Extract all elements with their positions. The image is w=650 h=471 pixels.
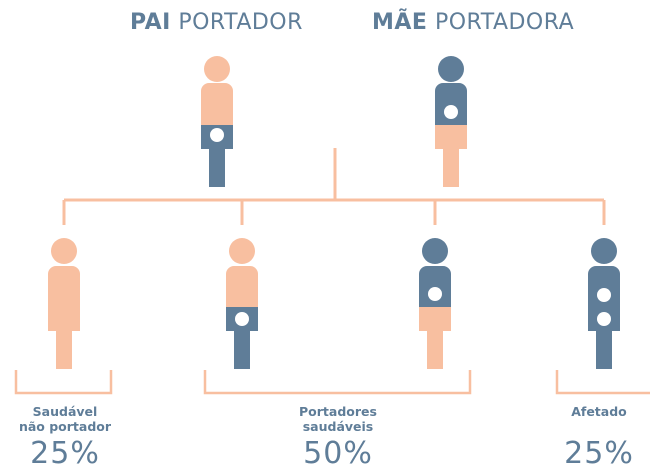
mother-head [438, 56, 464, 82]
child3-torso [419, 266, 451, 307]
outcome-healthy-percent: 25% [30, 436, 100, 471]
mother-label: MÃE PORTADORA [372, 10, 574, 35]
father-legs [209, 149, 225, 187]
outcome-affected-percent: 25% [564, 436, 634, 471]
mother-figure [435, 56, 467, 187]
father-head [204, 56, 230, 82]
child4-allele-dot-bottom [597, 312, 611, 326]
child2-head [229, 238, 255, 264]
child4-legs [596, 331, 612, 369]
mother-allele-dot [444, 105, 458, 119]
bracket-carriers [203, 370, 472, 395]
child3-lower [419, 307, 451, 331]
outcome-affected-line1: Afetado [571, 404, 627, 419]
child4-head [591, 238, 617, 264]
father-label-rest: PORTADOR [170, 10, 303, 35]
child1-legs [56, 331, 72, 369]
child1-head [51, 238, 77, 264]
bracket-healthy [14, 370, 113, 395]
mother-legs [443, 149, 459, 187]
child1-torso [48, 266, 80, 307]
child-carrier-2-figure [419, 238, 451, 369]
outcome-carriers-label: Portadores saudáveis [258, 404, 418, 434]
father-label-bold: PAI [130, 10, 171, 35]
father-label: PAI PORTADOR [130, 10, 303, 35]
mother-lower [435, 125, 467, 149]
child3-head [422, 238, 448, 264]
mother-torso [435, 83, 467, 125]
child-affected-figure [588, 238, 620, 369]
outcome-healthy-line1: Saudável [32, 404, 98, 419]
outcome-brackets [14, 370, 650, 395]
bracket-affected [555, 370, 650, 395]
father-figure [201, 56, 233, 187]
mother-label-bold: MÃE [372, 10, 428, 35]
child3-legs [427, 331, 443, 369]
outcome-healthy-label: Saudável não portador [2, 404, 128, 434]
outcome-healthy-line2: não portador [18, 419, 112, 434]
child1-lower [48, 307, 80, 331]
child3-allele-dot [428, 287, 442, 301]
child-healthy-figure [48, 238, 80, 369]
father-torso [201, 83, 233, 125]
child2-legs [234, 331, 250, 369]
child4-torso [588, 266, 620, 307]
outcome-carriers-percent: 50% [303, 436, 373, 471]
father-allele-dot [210, 128, 224, 142]
outcome-carriers-line2: saudáveis [302, 419, 374, 434]
family-connectors [62, 148, 606, 225]
outcome-affected-label: Afetado [552, 404, 646, 419]
outcome-carriers-line1: Portadores [299, 404, 377, 419]
child-carrier-1-figure [226, 238, 258, 369]
child2-torso [226, 266, 258, 307]
mother-label-rest: PORTADORA [427, 10, 575, 35]
child4-allele-dot-top [597, 288, 611, 302]
child2-allele-dot [235, 312, 249, 326]
